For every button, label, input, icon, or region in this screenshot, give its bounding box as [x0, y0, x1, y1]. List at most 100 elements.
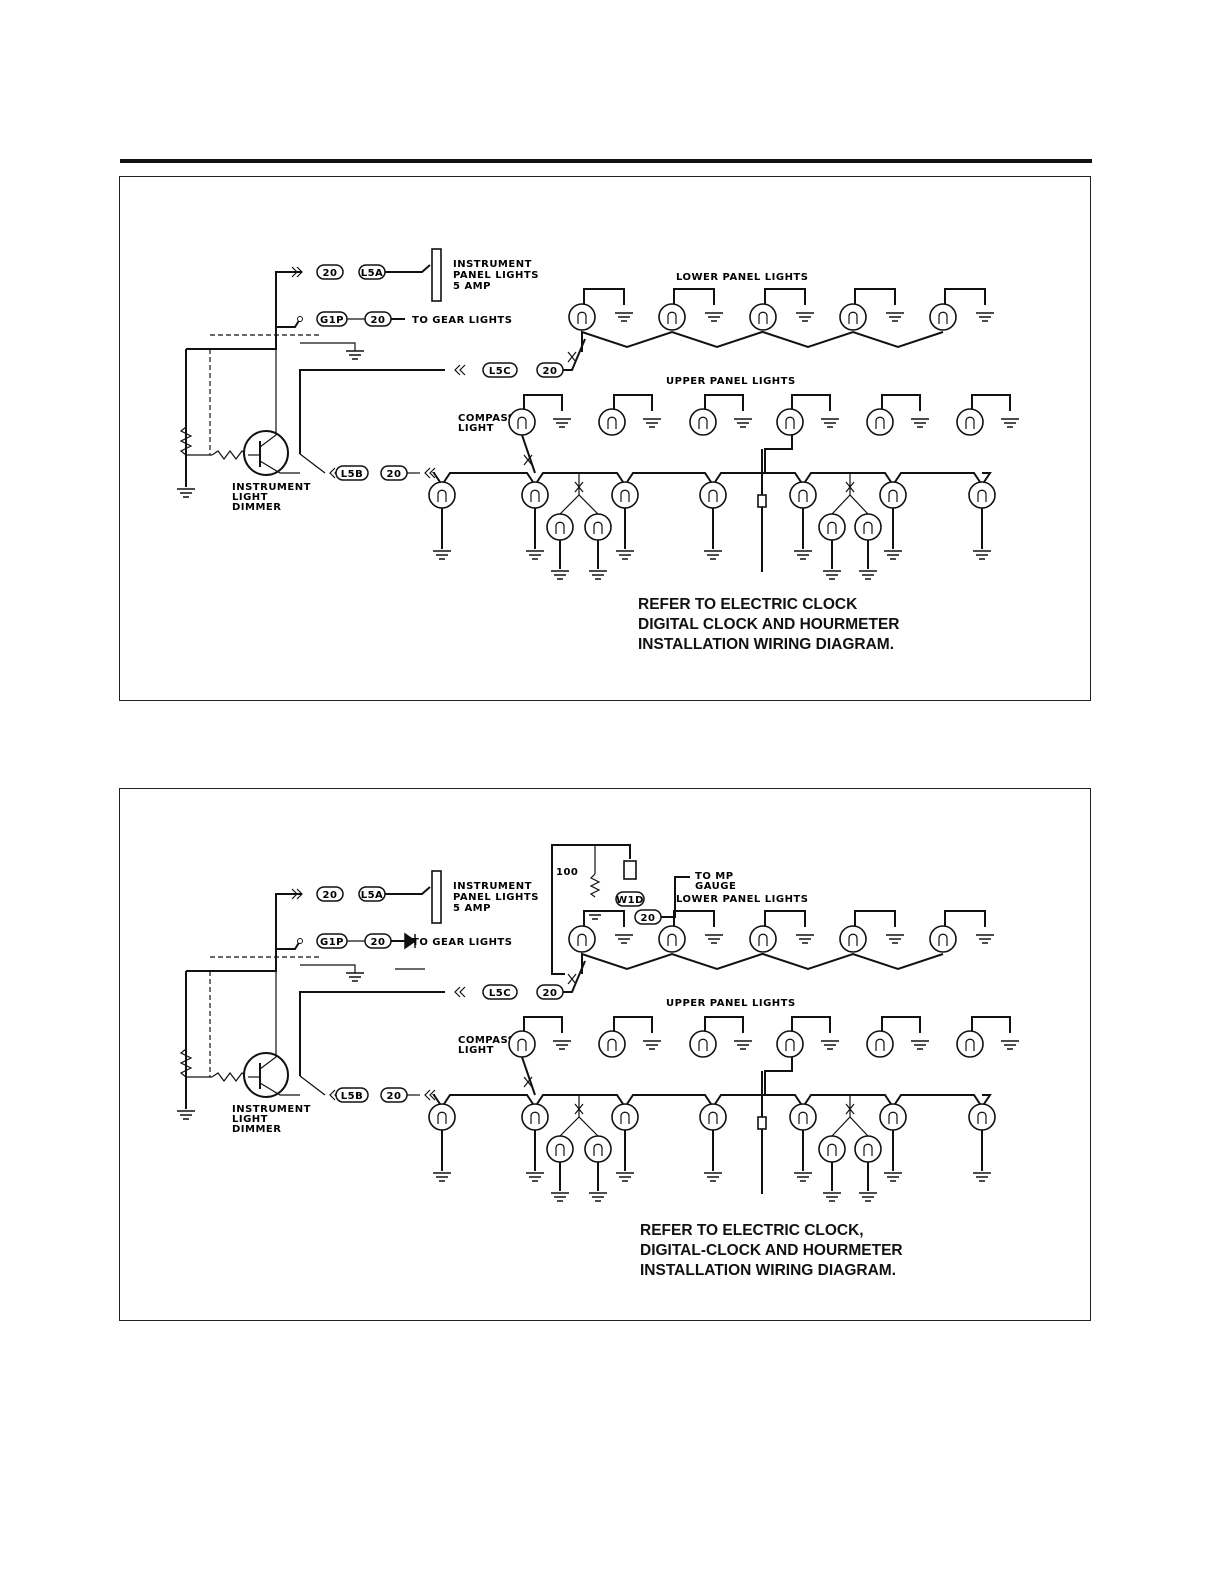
l5c-wire [299, 369, 445, 454]
lamp-filament-icon [620, 489, 630, 502]
instrument-light-dimmer-label-line: DIMMER [232, 502, 281, 513]
instrument-light-dimmer-label-line: INSTRUMENT [232, 482, 311, 493]
lamp-bulb-icon [508, 1030, 536, 1058]
bus-lamp-icon [968, 481, 996, 509]
twin-lamp-icon [854, 513, 882, 541]
upper-panel-lamp-icon [776, 1030, 804, 1058]
switch-contact-icon [297, 316, 303, 322]
ground-icon [589, 570, 607, 580]
lower-panel-bus [581, 952, 944, 974]
ground-icon [551, 570, 569, 580]
wire-tag-w1d-outline [615, 891, 645, 907]
lamp-bulb-icon [839, 925, 867, 953]
clock-fuse-icon [757, 1116, 767, 1130]
ground-icon [884, 1172, 902, 1182]
bus-lamp-icon [521, 1103, 549, 1131]
instrument-panel-lights-label-line: PANEL LIGHTS [453, 892, 539, 903]
wire-tag-20-gear-text: 20 [371, 937, 386, 948]
wire-tag-w1d-text: W1D [616, 895, 644, 906]
lamp-filament-icon [798, 489, 808, 502]
lamp-filament-icon [667, 933, 677, 946]
lower-panel-lamp-icon [568, 303, 596, 331]
transistor-collector [259, 971, 277, 1070]
circuit-breaker-icon [431, 870, 442, 924]
lamp-filament-icon [827, 521, 837, 534]
twin-lamp-feed [559, 494, 599, 515]
switch-ground-wire [300, 342, 356, 351]
lamp-bulb-icon [699, 481, 727, 509]
wire-tag-l5a-text: L5A [361, 890, 384, 901]
lamp-bulb-icon [689, 408, 717, 436]
connector-icon [454, 364, 466, 376]
switch-ground-wire [300, 964, 356, 973]
ground-icon [859, 570, 877, 580]
lamp-ground-lead [704, 394, 744, 411]
lamp-filament-icon [708, 489, 718, 502]
wire-tag-l5c-text: L5C [489, 988, 511, 999]
lamp-bulb-icon [689, 1030, 717, 1058]
ground-icon [734, 418, 752, 428]
lamp-bulb-icon [428, 481, 456, 509]
lamp-filament-icon [888, 1111, 898, 1124]
l5a-wire [275, 893, 302, 949]
ground-icon [616, 550, 634, 560]
splice-icon [845, 481, 855, 493]
upper-panel-lights-label-line: UPPER PANEL LIGHTS [666, 998, 796, 1009]
lamp-ground-lead [881, 394, 921, 411]
lamp-bulb-icon [776, 1030, 804, 1058]
lamp-filament-icon [798, 1111, 808, 1124]
wire-tag-20-l5c-text: 20 [543, 366, 558, 377]
splice-icon [523, 1076, 533, 1088]
twin-lamp-icon [584, 513, 612, 541]
ground-icon [551, 1192, 569, 1202]
instrument-panel-lights-label-line: 5 AMP [453, 281, 491, 292]
wire-tag-20-gear: 20 [364, 311, 392, 327]
lamp-filament-icon [938, 311, 948, 324]
wire-tag-w1d: W1D [615, 891, 645, 907]
bus-lamp-icon [428, 481, 456, 509]
installation-note-line: REFER TO ELECTRIC CLOCK [638, 596, 858, 613]
lamp-filament-icon [530, 489, 540, 502]
lower-panel-lights-label-line: LOWER PANEL LIGHTS [676, 894, 808, 905]
lamp-bulb-icon [929, 303, 957, 331]
bus-lamp-icon [699, 481, 727, 509]
lamp-bulb-icon [611, 1103, 639, 1131]
lamp-bulb-icon [956, 408, 984, 436]
lower-panel-lamp-icon [839, 303, 867, 331]
wire-tag-20-gear-text: 20 [371, 315, 386, 326]
lamp-filament-icon [758, 933, 768, 946]
twin-lamp-feed [559, 1116, 599, 1137]
wire-tag-l5b: L5B [335, 1087, 369, 1103]
lamp-bulb-icon [929, 925, 957, 953]
lamp-bulb-icon [568, 925, 596, 953]
lamp-bulb-icon [521, 481, 549, 509]
wire-tag-g1p: G1P [316, 311, 348, 327]
lamp-ground-lead [583, 910, 625, 927]
upper-panel-lights-label: UPPER PANEL LIGHTS [666, 376, 796, 387]
lower-panel-lights-label-line: LOWER PANEL LIGHTS [676, 272, 808, 283]
lower-panel-lamp-icon [749, 303, 777, 331]
ground-icon [1001, 418, 1019, 428]
wire-tag-20-l5c-text: 20 [543, 988, 558, 999]
splice-icon [567, 351, 577, 363]
installation-note-line: INSTALLATION WIRING DIAGRAM. [640, 1262, 896, 1279]
switch-lead [276, 318, 301, 328]
lamp-filament-icon [708, 1111, 718, 1124]
potentiometer-icon [179, 426, 193, 456]
ground-icon [886, 312, 904, 322]
lamp-ground-lead [523, 394, 563, 411]
lamp-bulb-icon [598, 408, 626, 436]
lamp-ground-lead [854, 288, 896, 305]
installation-note-line: REFER TO ELECTRIC CLOCK, [640, 1222, 864, 1239]
clock-tap-wire [764, 1057, 793, 1095]
lamp-filament-icon [517, 1038, 527, 1051]
twin-lamp-icon [818, 1135, 846, 1163]
upper-panel-lamp-icon [866, 408, 894, 436]
ground-icon [526, 1172, 544, 1182]
lamp-filament-icon [667, 311, 677, 324]
twin-lamp-icon [584, 1135, 612, 1163]
installation-note-line: INSTALLATION WIRING DIAGRAM. [638, 636, 894, 653]
